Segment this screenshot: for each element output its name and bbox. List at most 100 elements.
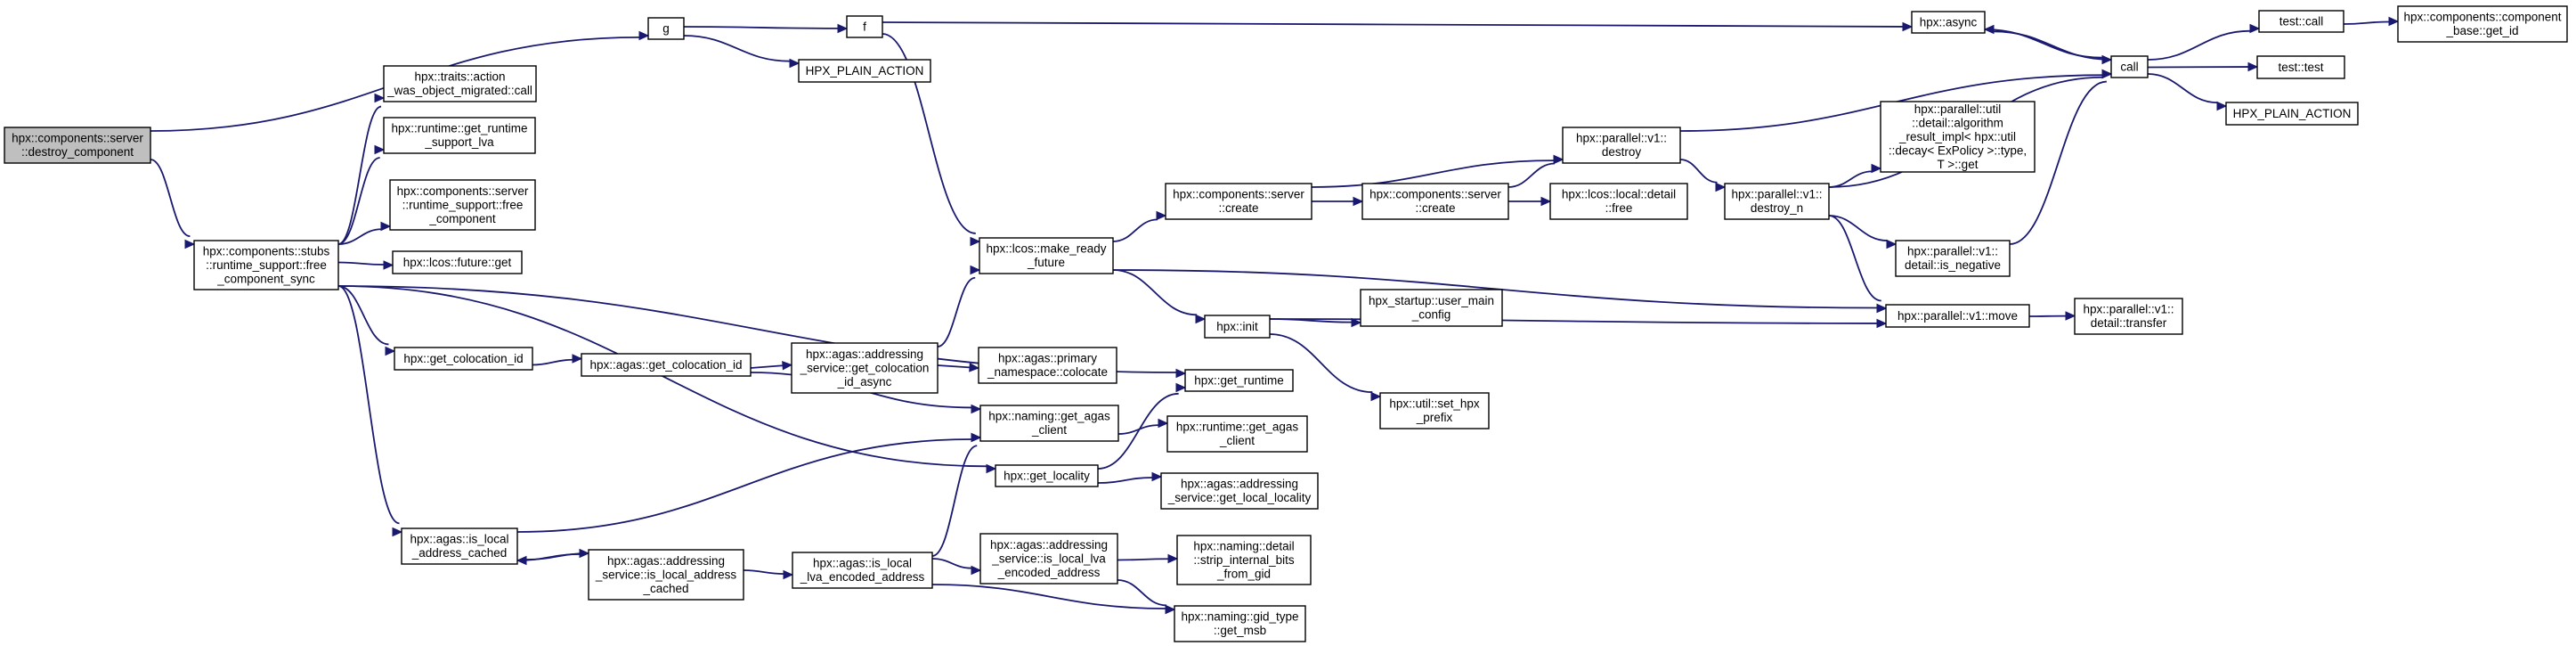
node-islle[interactable]: hpx::agas::is_local_lva_encoded_address	[792, 552, 933, 589]
node-box	[401, 527, 518, 565]
node-pdestroy[interactable]: hpx::parallel::v1::destroy	[1562, 127, 1681, 164]
node-label: hpx::agas::is_local	[410, 533, 508, 546]
node-asgll[interactable]: hpx::agas::addressing_service::get_local…	[1160, 472, 1319, 510]
node-label: hpx::async	[1920, 15, 1978, 29]
edge-isneg-to-call	[2009, 80, 2107, 245]
node-isneg[interactable]: hpx::parallel::v1::detail::is_negative	[1895, 240, 2011, 277]
node-cbgid[interactable]: hpx::components::component_base::get_id	[2397, 5, 2568, 43]
node-label: _result_impl< hpx::util	[1898, 130, 2016, 143]
node-box	[979, 533, 1118, 585]
node-box	[798, 59, 931, 83]
node-label: hpx::naming::detail	[1193, 539, 1294, 552]
arrowhead	[986, 463, 997, 474]
node-srvfree[interactable]: hpx::components::server::runtime_support…	[389, 179, 536, 231]
node-strip[interactable]: hpx::naming::detail::strip_internal_bits…	[1176, 535, 1312, 585]
node-getlva[interactable]: hpx::runtime::get_runtime_support_lva	[383, 117, 536, 154]
edge-asille-to-msb	[1117, 579, 1167, 607]
node-init[interactable]: hpx::init	[1204, 315, 1271, 339]
node-agcid[interactable]: hpx::agas::get_colocation_id	[581, 353, 752, 377]
node-islac[interactable]: hpx::agas::is_local_address_cached	[401, 527, 518, 565]
node-hpa2[interactable]: HPX_PLAIN_ACTION	[2225, 102, 2359, 126]
node-label: hpx_startup::user_main	[1369, 294, 1494, 307]
node-pnc[interactable]: hpx::agas::primary_namespace::colocate	[978, 347, 1117, 384]
arrowhead	[383, 260, 394, 270]
node-ttest[interactable]: test::test	[2256, 55, 2345, 79]
node-box	[1911, 11, 1986, 34]
node-getloc[interactable]: hpx::get_locality	[995, 464, 1099, 487]
node-pdestroyn[interactable]: hpx::parallel::v1::destroy_n	[1724, 183, 1830, 220]
node-label: detail::is_negative	[1905, 258, 2001, 272]
node-box	[383, 65, 537, 102]
edge-asille-to-strip	[1117, 558, 1169, 561]
arrowhead	[783, 569, 794, 580]
node-box	[979, 405, 1119, 442]
node-hpa1[interactable]: HPX_PLAIN_ACTION	[798, 59, 931, 83]
node-call[interactable]: call	[2110, 55, 2149, 78]
node-box	[1176, 535, 1312, 585]
node-box	[394, 347, 533, 371]
node-box	[1165, 183, 1312, 220]
node-csc2[interactable]: hpx::components::server::create	[1361, 183, 1509, 220]
node-label: hpx::init	[1216, 320, 1258, 333]
node-label: hpx::components::server	[1173, 188, 1304, 201]
node-box	[791, 342, 939, 394]
node-async[interactable]: hpx::async	[1911, 11, 1986, 34]
node-getrt[interactable]: hpx::get_runtime	[1184, 369, 1294, 392]
arrowhead	[2388, 16, 2400, 27]
node-box	[846, 15, 883, 38]
node-ptransfer[interactable]: hpx::parallel::v1::detail::transfer	[2074, 298, 2183, 335]
node-root[interactable]: hpx::components::server::destroy_compone…	[4, 127, 151, 164]
node-ngac[interactable]: hpx::naming::get_agas_client	[979, 405, 1119, 442]
node-label: _cached	[642, 582, 688, 595]
node-tcall[interactable]: test::call	[2258, 10, 2344, 33]
node-box	[1360, 289, 1503, 327]
edge-root-to-stubs	[150, 159, 191, 238]
node-label: hpx::agas::addressing	[607, 554, 725, 568]
edge-call-to-hpa2	[2147, 73, 2218, 104]
node-asille[interactable]: hpx::agas::addressing_service::is_local_…	[979, 533, 1118, 585]
arrowhead	[385, 346, 396, 356]
node-label: _address_cached	[411, 546, 508, 560]
node-label: _id_async	[837, 375, 892, 388]
node-label: hpx::parallel::v1::	[1576, 132, 1667, 145]
node-asilac[interactable]: hpx::agas::addressing_service::is_local_…	[588, 549, 744, 601]
node-stubs[interactable]: hpx::components::stubs::runtime_support:…	[193, 240, 339, 290]
arrowhead	[1715, 182, 1727, 192]
node-umc[interactable]: hpx_startup::user_main_config	[1360, 289, 1503, 327]
node-g[interactable]: g	[647, 17, 685, 40]
node-lfree[interactable]: hpx::lcos::local::detail::free	[1549, 183, 1688, 220]
node-asgca[interactable]: hpx::agas::addressing_service::get_coloc…	[791, 342, 939, 394]
node-f[interactable]: f	[846, 15, 883, 38]
node-pmove[interactable]: hpx::parallel::v1::move	[1885, 304, 2030, 328]
edge-islle-to-ngac	[931, 445, 978, 557]
node-label: ::runtime_support::free	[206, 258, 327, 272]
arrowhead	[1886, 239, 1897, 249]
edge-f-to-async	[882, 21, 1904, 28]
edge-g-to-f	[683, 26, 839, 29]
edge-pdestroyn-to-pmove	[1828, 215, 1881, 302]
node-traits[interactable]: hpx::traits::action_was_object_migrated:…	[383, 65, 537, 102]
node-label: _future	[1027, 256, 1065, 269]
node-algres[interactable]: hpx::parallel::util::detail::algorithm_r…	[1880, 101, 2036, 173]
node-box	[978, 347, 1117, 384]
node-box	[1361, 183, 1509, 220]
node-label: hpx::get_colocation_id	[403, 352, 523, 365]
node-sethpx[interactable]: hpx::util::set_hpx_prefix	[1379, 392, 1490, 429]
node-label: test::test	[2278, 61, 2323, 74]
node-rtgac[interactable]: hpx::runtime::get_agas_client	[1166, 415, 1308, 453]
node-label: ::runtime_support::free	[402, 198, 524, 211]
node-label: hpx::agas::addressing	[1181, 478, 1298, 491]
arrowhead	[572, 354, 583, 364]
node-gcid[interactable]: hpx::get_colocation_id	[394, 347, 533, 371]
arrowhead	[1876, 318, 1888, 329]
node-futget[interactable]: hpx::lcos::future::get	[392, 250, 523, 274]
edge-stubs-to-islac	[337, 285, 400, 525]
node-csc1[interactable]: hpx::components::server::create	[1165, 183, 1312, 220]
node-label: HPX_PLAIN_ACTION	[2233, 107, 2352, 120]
node-mkready[interactable]: hpx::lcos::make_ready_future	[979, 237, 1114, 274]
arrowhead	[2065, 311, 2076, 321]
edge-stubs-to-gcid	[337, 285, 389, 346]
node-msb[interactable]: hpx::naming::gid_type::get_msb	[1174, 605, 1306, 642]
node-label: hpx::parallel::v1::	[1731, 188, 1822, 201]
